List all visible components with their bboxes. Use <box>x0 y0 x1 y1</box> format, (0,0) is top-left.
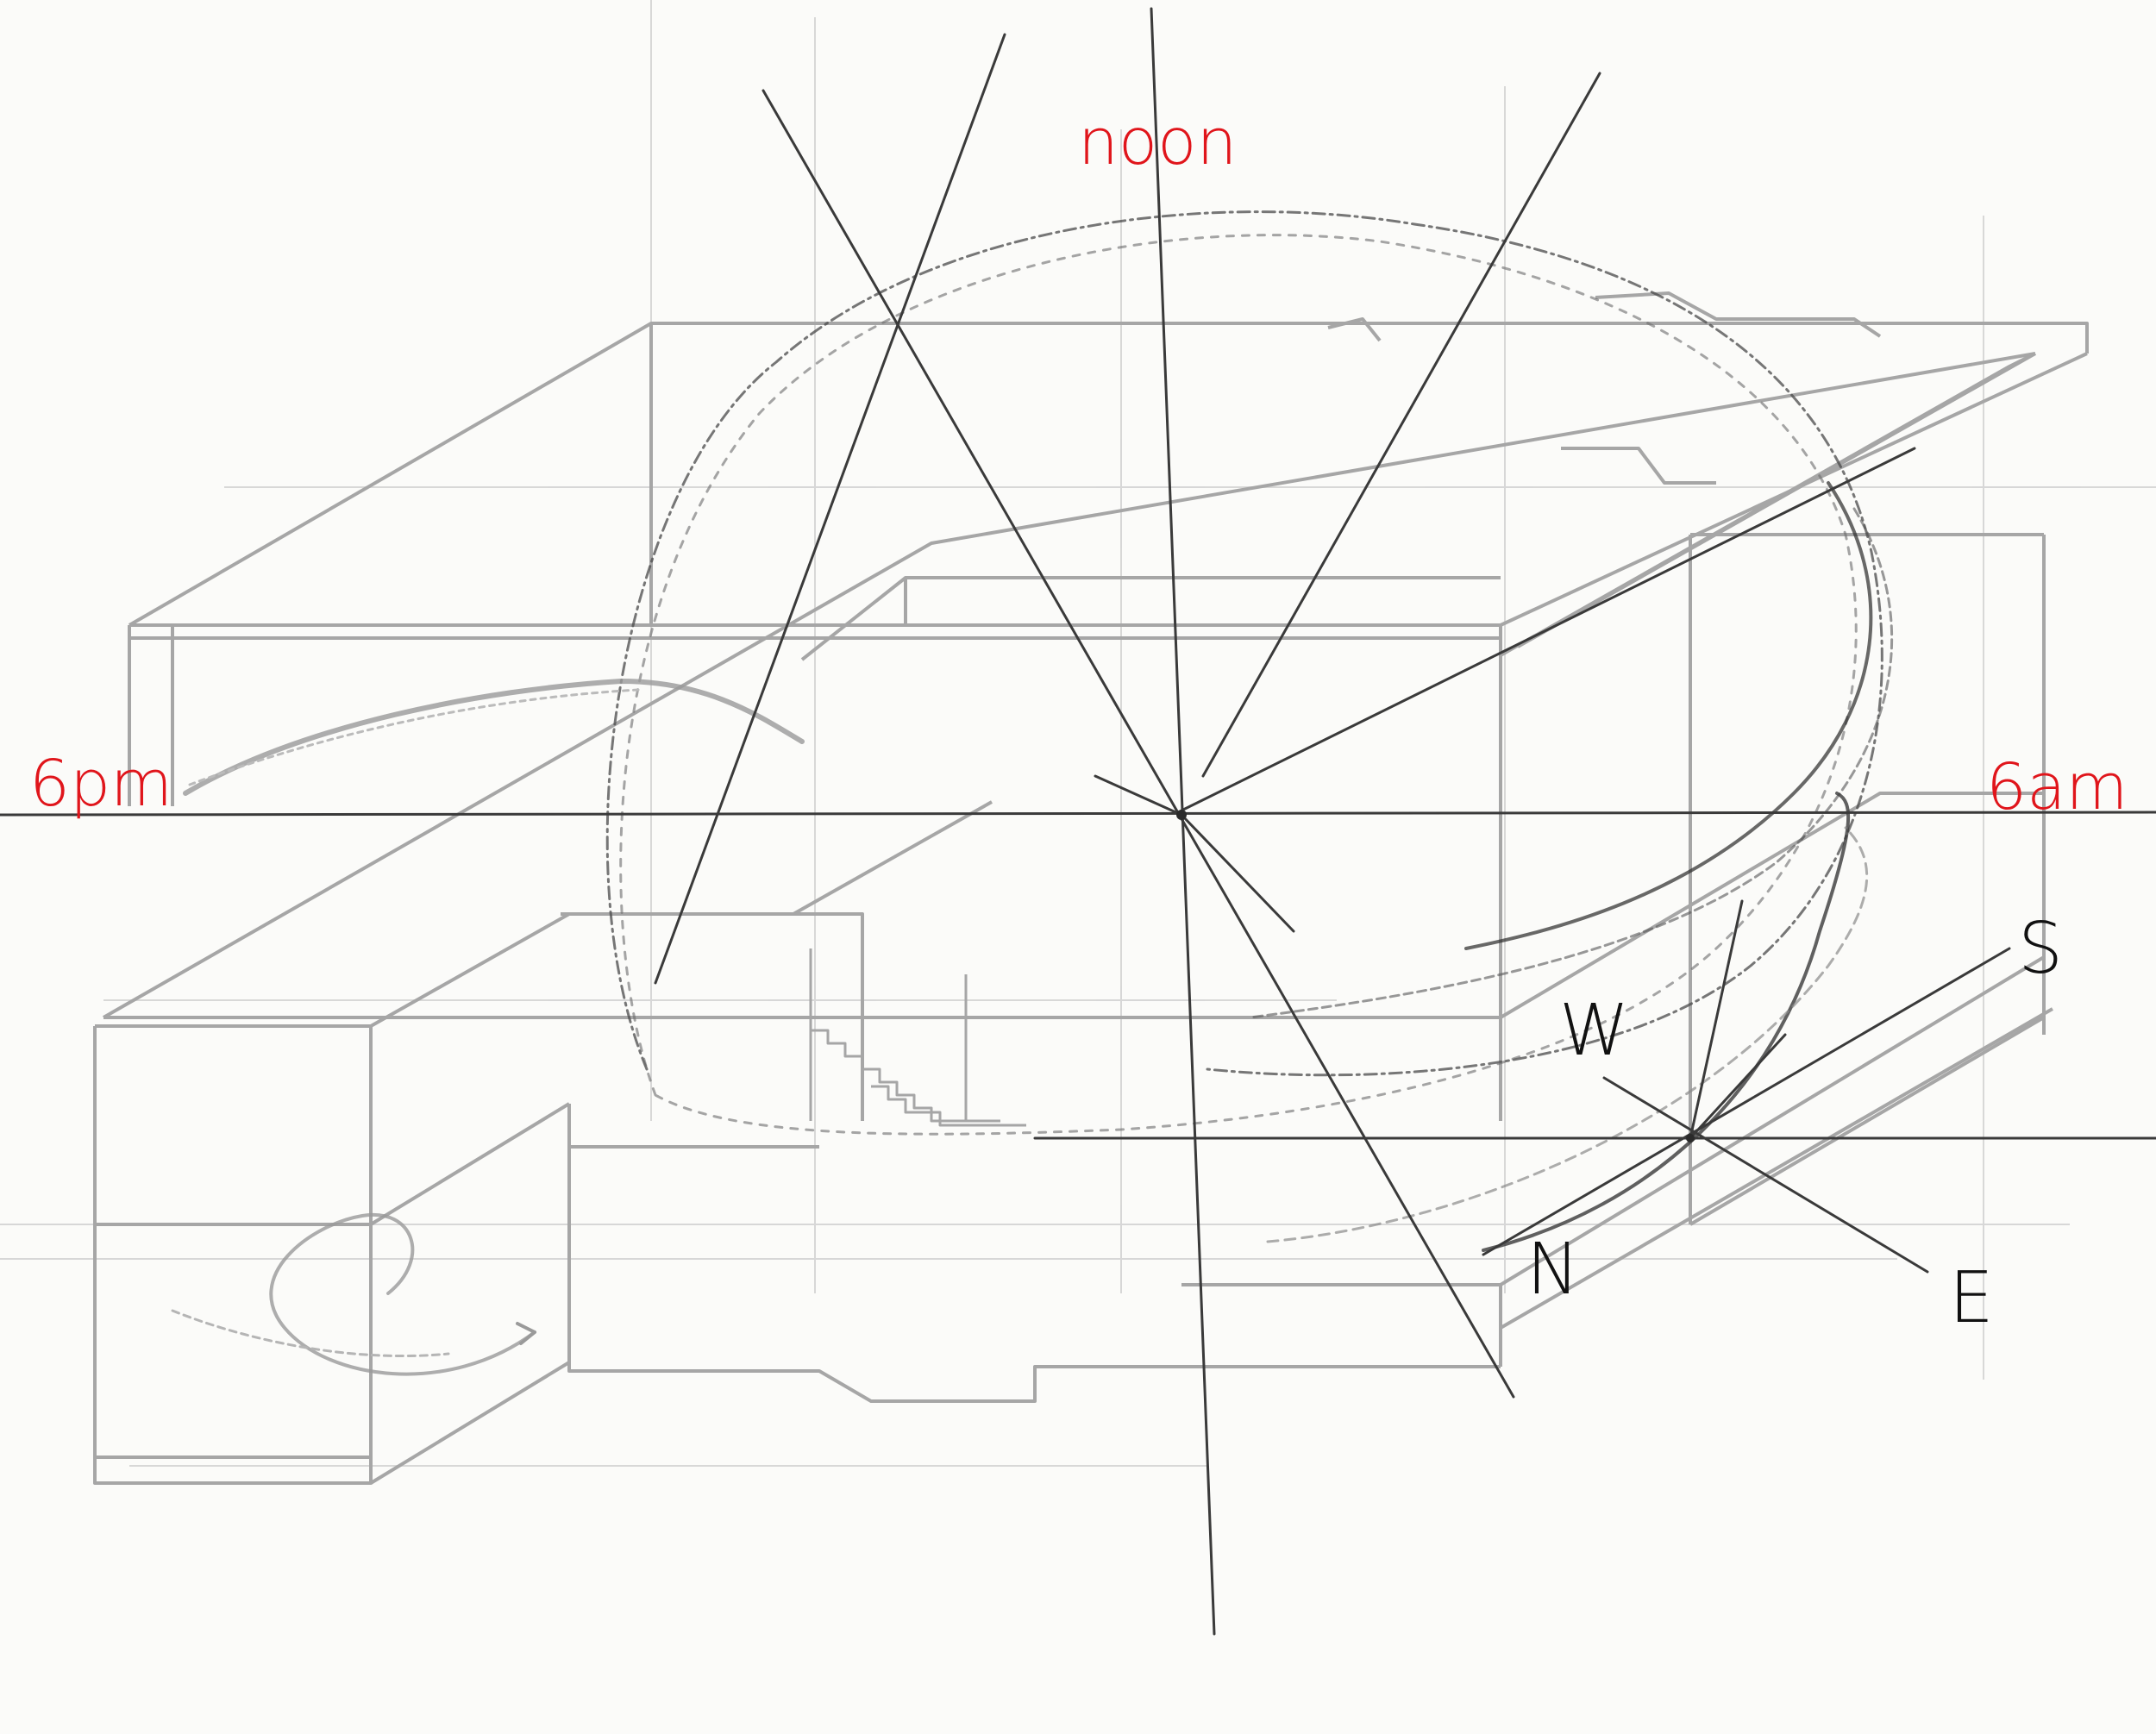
compass-west-label: W <box>1559 990 1630 1072</box>
compass-axis-we <box>1602 1076 1929 1274</box>
diagram-center-point <box>1176 810 1187 820</box>
compass-north-label: N <box>1526 1229 1580 1311</box>
sun-path-loops <box>171 210 1894 1376</box>
compass-east-label: E <box>1949 1257 1994 1339</box>
compass-south-label: S <box>2018 908 2064 990</box>
compass-axis-ns <box>1482 947 2011 1256</box>
six-am-label: 6am <box>1986 750 2128 824</box>
building-massing <box>93 291 2089 1485</box>
stair <box>793 948 1026 1127</box>
noon-label: noon <box>1078 105 1238 179</box>
compass-center-point <box>1686 1134 1695 1142</box>
six-pm-label: 6pm <box>29 747 173 821</box>
construction-lines <box>0 7 2156 1636</box>
